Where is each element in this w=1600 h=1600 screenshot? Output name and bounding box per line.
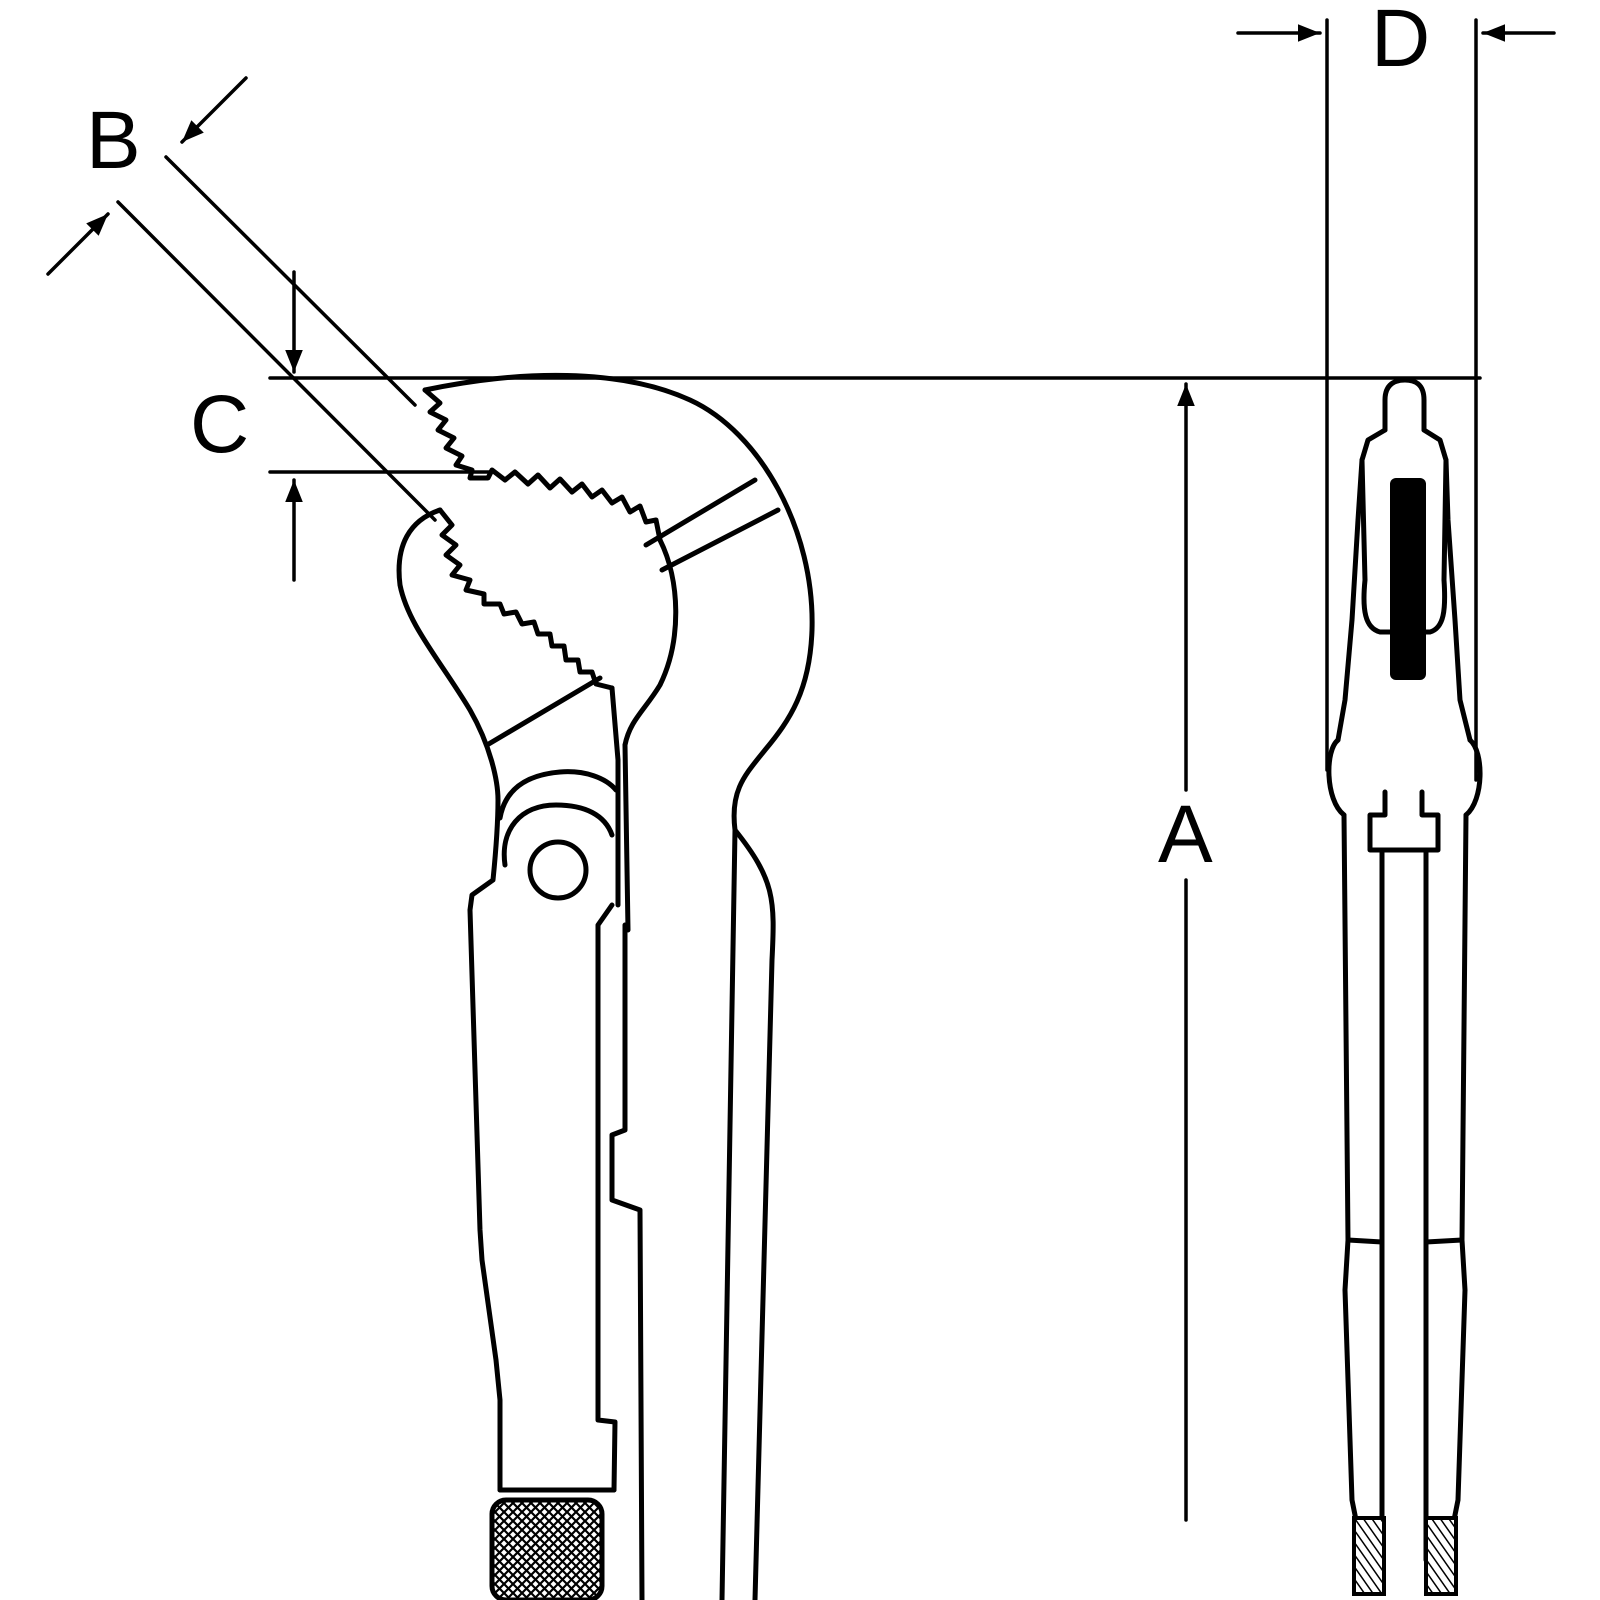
dim-b-arrow-lower	[46, 212, 110, 276]
lower-jaw-teeth	[437, 507, 615, 691]
front-head-tip	[1382, 377, 1427, 433]
front-handle-outer	[1341, 812, 1469, 1523]
upper-jaw-teeth	[422, 387, 663, 543]
front-slot	[1390, 478, 1426, 680]
front-collar-notch	[1367, 789, 1441, 1563]
wrench-head-outline	[422, 372, 815, 1600]
handle-strip-inner	[609, 922, 645, 1600]
front-head-body	[1335, 427, 1473, 743]
front-bulge-right	[1463, 737, 1483, 818]
front-bulge-left	[1326, 737, 1347, 818]
head-band-line-2	[659, 507, 781, 573]
jaw-shank	[609, 685, 621, 908]
dim-b-extension-upper	[164, 155, 417, 407]
dim-b-arrow-upper	[180, 76, 248, 144]
front-grip-line-right	[1423, 1237, 1465, 1245]
wrench-side-view	[396, 372, 815, 1600]
label-d: D	[1371, 0, 1430, 84]
label-a: A	[1158, 789, 1213, 880]
pivot-pin	[527, 839, 589, 901]
handle-strip	[595, 902, 618, 1493]
bearing-inner-arc	[501, 802, 615, 868]
front-grip-cap-left	[1352, 1516, 1386, 1596]
wrench-front-view	[1236, 18, 1556, 1596]
lower-jaw-band-line	[484, 675, 603, 748]
upper-jaw-inner-arc	[622, 537, 679, 748]
lower-jaw-outline	[396, 507, 503, 1493]
head-band-line-1	[643, 477, 758, 548]
label-b: B	[86, 95, 141, 186]
dimension-b-c	[46, 76, 1482, 582]
front-grip-line-left	[1345, 1237, 1385, 1245]
front-grip-cap-right	[1424, 1516, 1458, 1596]
jaw-shank-lower	[622, 742, 631, 933]
label-c: C	[190, 379, 249, 470]
dim-b-extension-lower	[116, 200, 437, 522]
bearing-outer-arc	[497, 769, 619, 821]
lower-handle-line	[719, 827, 738, 1600]
adjusting-nut	[489, 1497, 605, 1600]
